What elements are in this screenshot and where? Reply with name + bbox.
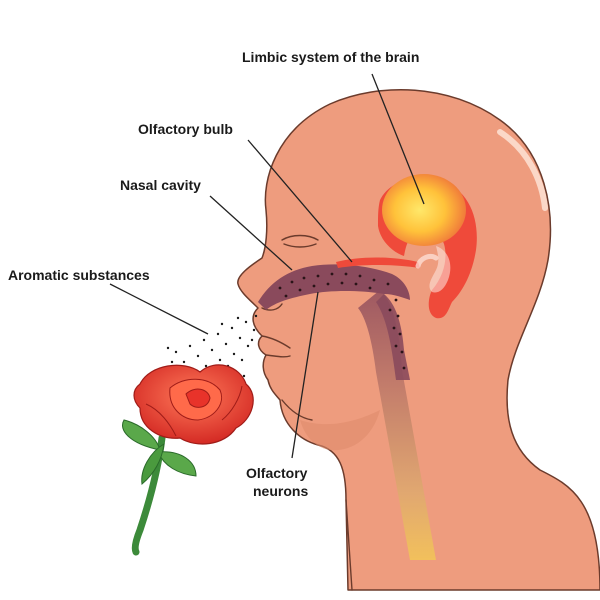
cavity-dots: [278, 272, 406, 370]
limbic-system: [378, 174, 477, 319]
label-olfactory-neurons-line2: neurons: [253, 483, 308, 499]
nostril-outline: [261, 303, 283, 311]
face-features: [261, 234, 353, 591]
leader-limbic: [371, 73, 425, 205]
eyelid-outline: [283, 243, 317, 248]
rose-icon: [122, 364, 254, 556]
nasal-cavity: [258, 264, 410, 380]
leader-bulb: [247, 139, 353, 263]
head-silhouette: [237, 88, 600, 591]
olfactory-neuron-tract: [358, 290, 436, 560]
leader-aromatic: [109, 283, 209, 335]
leader-neurons: [291, 291, 319, 459]
leader-nasal: [209, 195, 293, 271]
olfactory-bulb: [336, 257, 420, 268]
label-olfactory-bulb: Olfactory bulb: [138, 121, 233, 137]
label-olfactory-neurons-line1: Olfactory: [246, 465, 308, 481]
label-limbic-system: Limbic system of the brain: [242, 49, 419, 65]
label-nasal-cavity: Nasal cavity: [120, 177, 201, 193]
leader-lines: [109, 73, 425, 459]
chin-outline: [281, 399, 313, 421]
neck-crease: [345, 499, 353, 591]
lip-outline: [265, 354, 291, 358]
label-aromatic-substances: Aromatic substances: [8, 267, 150, 283]
mouth-outline: [261, 335, 291, 349]
eye-outline: [281, 234, 319, 241]
